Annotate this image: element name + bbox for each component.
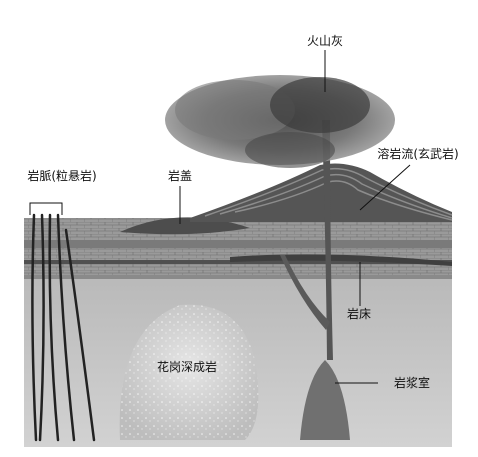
label-magma-chamber: 岩浆室 (394, 375, 430, 390)
label-lava-flow: 溶岩流(玄武岩) (377, 146, 458, 161)
magma-chamber-body (300, 360, 350, 440)
label-dike: 岩脈(粒悬岩) (27, 168, 96, 183)
granite-pluton (119, 304, 259, 440)
sill-feeder (280, 255, 330, 330)
volcanic-conduit (322, 120, 333, 360)
label-sill: 岩床 (347, 306, 371, 321)
label-laccolith: 岩盖 (168, 168, 192, 183)
leader-lines (29, 50, 411, 384)
label-granite-pluton: 花岗深成岩 (157, 359, 217, 374)
volcano-cone (190, 163, 453, 222)
dike-swarm (31, 213, 96, 442)
ash-cloud (165, 75, 395, 168)
label-volcanic-ash: 火山灰 (307, 34, 343, 48)
